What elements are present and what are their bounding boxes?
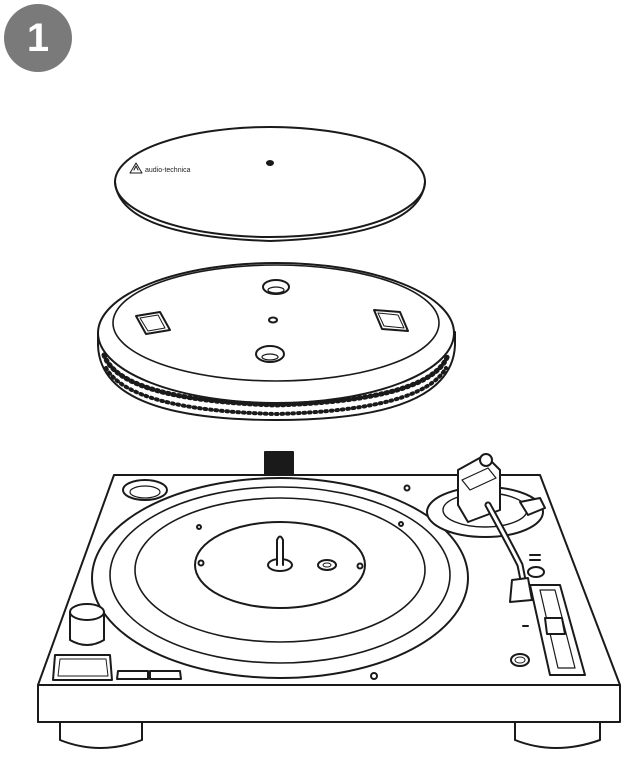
step-number: 1 [26,16,50,60]
platter-inner-ring [112,264,440,382]
deck-platter-ring [109,486,451,664]
deck-platter-ring-2 [134,497,426,643]
slip-mat: audio-technica [114,126,426,242]
deck-hole-right [317,559,337,571]
base-edge [37,684,41,723]
pitch-slider-slot [539,589,576,669]
audio-technica-logo-icon [129,162,143,174]
tonearm-counterweight-face [461,467,497,491]
platter-spindle-hole [268,316,278,324]
step-badge: 1 [4,4,72,72]
platter-window-right-inner [377,312,405,329]
deck-screw-1 [196,524,202,530]
speed-button-33 [116,670,149,680]
platter [97,262,456,421]
platter-strobe-dots [101,352,451,408]
platter-window-left-inner [139,314,166,332]
deck-screw-4 [403,484,411,492]
slip-mat-center-hole [266,160,274,166]
platter-window-right [373,309,409,332]
slip-mat-edge [114,181,426,242]
tonearm-headshell [509,577,533,603]
pitch-slider-knob [544,617,566,635]
platter-hole-bottom-inner [261,353,279,361]
tonearm-weight-knob [479,453,493,467]
deck-screw-3 [370,672,378,680]
slip-mat-disc [114,126,426,238]
platter-hole-top-inner [267,286,285,294]
power-knob-body [69,611,105,646]
spindle [276,535,284,566]
deck-dot-right [356,562,364,570]
turntable-base [37,453,621,749]
foot-front-right [514,719,601,749]
deck-hole-right-inner [322,562,332,568]
speed-button-45 [149,670,182,680]
start-stop-button [52,654,113,681]
adapter-holder-inner [129,485,161,499]
platter-strobe-dots-lower [104,366,448,416]
tonearm-arm-fill [486,503,527,592]
adapter-holder [122,479,168,501]
power-knob-top [69,603,105,621]
foot-front-left [59,719,143,749]
start-stop-button-inner [57,658,109,677]
cue-lever-button [527,566,545,578]
pitch-reset-button [510,653,530,667]
deck-dot-left [197,559,205,567]
deck-screw-2 [398,521,404,527]
tonearm-rest [519,497,546,516]
pitch-reset-button-inner [514,656,526,664]
base-front-face [37,684,621,723]
slip-mat-logo-text: audio-technica [145,167,191,174]
